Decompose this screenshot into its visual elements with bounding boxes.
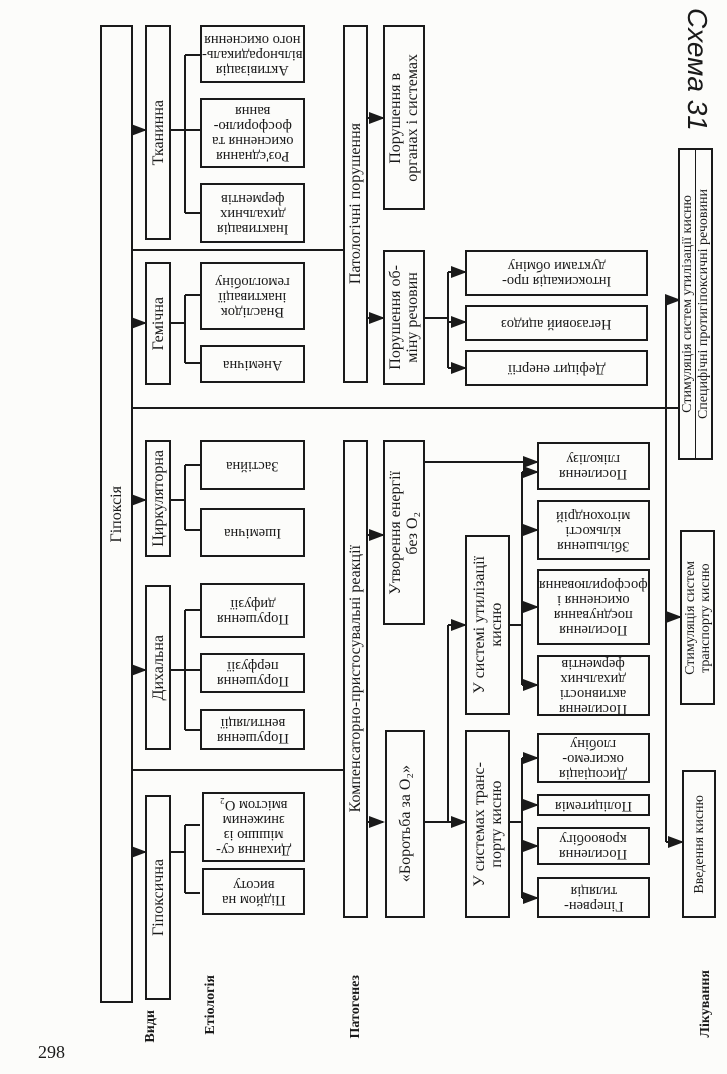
utilization-item-label: Посилення поєднування окиснення і фосфор… — [539, 577, 648, 638]
treatment-label: Введення кисню — [691, 794, 707, 894]
etiology-box: Порушення вентиляції — [200, 709, 305, 750]
etiology-label: Дихання су- мішшю із зниженим вмістом O₂ — [215, 797, 292, 858]
utilization-item-label: Посилення гліколізу — [559, 451, 628, 482]
etiology-box: Інактивація дихальних ферментів — [200, 183, 305, 243]
metabolism-item-label: Інтоксикація про- дуктами обміну — [501, 258, 612, 289]
pathogenesis-label: «Боротьба за O₂» — [396, 765, 414, 883]
treatment-label: Стимуляція систем утилізації кисню — [680, 195, 695, 413]
root-label: Гіпоксія — [108, 485, 125, 543]
root-hypoxia-box: Гіпоксія — [100, 25, 133, 1003]
pathogenesis-label: Утворення енергії без O₂ — [387, 470, 421, 595]
etiology-box: Внаслідок інактивації гемоглобіну — [200, 262, 305, 330]
row-label-types: Види — [143, 1010, 158, 1043]
etiology-box: Порушення дифузії — [200, 583, 305, 638]
utilization-item-label: Збільшення кількості мітохондрій — [556, 507, 631, 554]
etiology-box: Активізація вільнорадикаль- ного окиснен… — [200, 25, 305, 83]
etiology-label: Внаслідок інактивації гемоглобіну — [215, 273, 290, 320]
treatment-label: Стимуляція систем транспорту кисню — [682, 560, 713, 675]
energy-without-o2-box: Утворення енергії без O₂ — [383, 440, 425, 625]
etiology-box: Застійна — [200, 440, 305, 490]
metabolism-item: Дефіцит енергії — [465, 350, 648, 386]
pathogenesis-label: Компенсаторно-пристосувальні реакції — [347, 545, 364, 813]
type-circulatory: Циркуляторна — [145, 440, 171, 557]
etiology-box: Анемічна — [200, 345, 305, 383]
etiology-label: Активізація вільнорадикаль- ного окиснен… — [202, 31, 303, 78]
metabolism-disorders-box: Порушення об- міну речовин — [383, 250, 425, 385]
utilization-system-box: У системі утилізації кисню — [465, 535, 510, 715]
treatment-utilization-stimulation: Стимуляція систем утилізації кисню — [678, 148, 696, 460]
utilization-item: Посилення поєднування окиснення і фосфор… — [537, 569, 650, 645]
transport-item-label: Гіпервен- тиляція — [563, 882, 624, 914]
compensatory-reactions-box: Компенсаторно-пристосувальні реакції — [343, 440, 368, 918]
type-label: Гіпоксична — [149, 858, 167, 936]
type-hypoxic: Гіпоксична — [145, 795, 171, 1000]
etiology-label: Порушення дифузії — [216, 595, 289, 627]
utilization-item: Посилення активності дихальних ферментів — [537, 655, 650, 716]
type-hemic: Гемічна — [145, 262, 171, 385]
page-number: 298 — [38, 1042, 65, 1062]
transport-item: Дисоціація оксигемо- глобіну — [537, 733, 650, 783]
treatment-label: Специфічні протигіпоксичні речовини — [696, 188, 711, 420]
etiology-label: Підйом на висоту — [221, 876, 286, 908]
etiology-box: Дихання су- мішшю із зниженим вмістом O₂ — [202, 792, 305, 862]
etiology-box: Підйом на висоту — [202, 868, 305, 915]
type-label: Циркуляторна — [149, 450, 167, 547]
treatment-oxygen: Введення кисню — [682, 770, 716, 918]
etiology-label: Порушення вентиляції — [216, 714, 289, 746]
pathological-disorders-box: Патологічні порушення — [343, 25, 368, 383]
etiology-label: Ішемічна — [223, 525, 282, 541]
etiology-box: Порушення перфузії — [200, 653, 305, 693]
transport-item: Поліцитемія — [537, 794, 650, 816]
metabolism-item-label: Дефіцит енергії — [507, 360, 606, 377]
utilization-item: Збільшення кількості мітохондрій — [537, 500, 650, 560]
metabolism-item: Інтоксикація про- дуктами обміну — [465, 250, 648, 296]
type-label: Гемічна — [149, 296, 167, 351]
row-label-etiology: Етіологія — [203, 975, 218, 1035]
metabolism-item: Негазовий ацидоз — [465, 305, 648, 341]
row-label-pathogenesis: Патогенез — [348, 975, 363, 1039]
etiology-label: Роз'єднання окиснення та фосфорилю- ванн… — [211, 103, 294, 164]
row-label-treatment: Лікування — [698, 970, 713, 1038]
treatment-transport-stimulation: Стимуляція систем транспорту кисню — [680, 530, 715, 705]
pathogenesis-label: У системі утилізації кисню — [470, 556, 505, 694]
pathogenesis-label: У системах транс- порту кисню — [470, 761, 505, 887]
etiology-label: Інактивація дихальних ферментів — [216, 190, 289, 237]
type-label: Дихальна — [149, 634, 167, 701]
type-respiratory: Дихальна — [145, 585, 171, 750]
etiology-label: Порушення перфузії — [216, 658, 289, 689]
metabolism-item-label: Негазовий ацидоз — [501, 315, 612, 332]
transport-item-label: Посилення кровообігу — [559, 831, 628, 862]
pathogenesis-label: Патологічні порушення — [347, 123, 364, 285]
scheme-title: Схема 31 — [682, 8, 713, 131]
etiology-label: Анемічна — [222, 356, 283, 373]
transport-item: Гіпервен- тиляція — [537, 877, 650, 918]
treatment-specific-antihypoxants: Специфічні протигіпоксичні речовини — [695, 148, 713, 460]
transport-item-label: Поліцитемія — [555, 797, 632, 814]
fight-for-o2-box: «Боротьба за O₂» — [385, 730, 425, 918]
transport-system-box: У системах транс- порту кисню — [465, 730, 510, 918]
pathogenesis-label: Порушення об- міну речовин — [387, 265, 421, 370]
etiology-box: Роз'єднання окиснення та фосфорилю- ванн… — [200, 98, 305, 168]
type-label: Тканинна — [149, 99, 167, 166]
pathogenesis-label: Порушення в органах і системах — [387, 53, 421, 182]
organ-disorders-box: Порушення в органах і системах — [383, 25, 425, 210]
type-tissue: Тканинна — [145, 25, 171, 240]
transport-item: Посилення кровообігу — [537, 827, 650, 865]
utilization-item-label: Посилення активності дихальних ферментів — [559, 655, 628, 716]
etiology-label: Застійна — [226, 457, 279, 474]
utilization-item: Посилення гліколізу — [537, 442, 650, 490]
etiology-box: Ішемічна — [200, 508, 305, 557]
transport-item-label: Дисоціація оксигемо- глобіну — [559, 735, 628, 782]
